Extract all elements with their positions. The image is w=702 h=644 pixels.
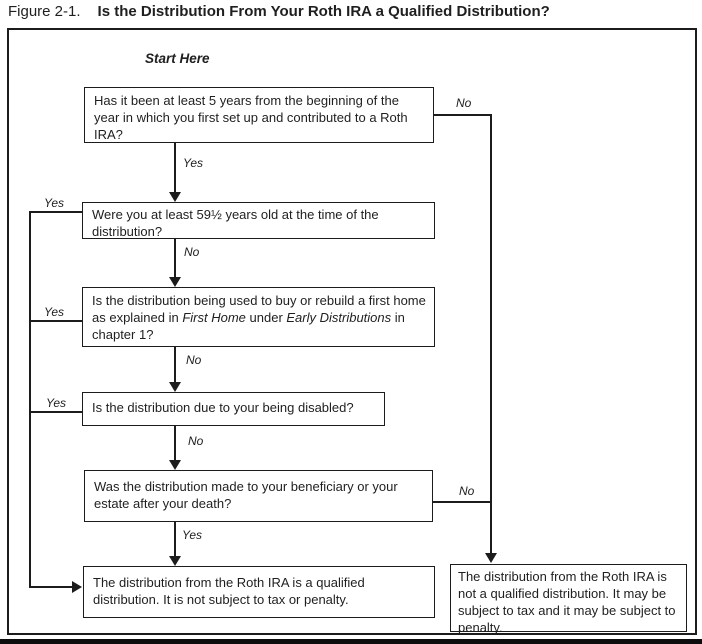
no-label-q2: No [184,245,200,259]
question-box-beneficiary: Was the distribution made to your benefi… [84,470,433,522]
connector-right-vertical-line [490,114,492,554]
first-home-italic: First Home [182,310,246,325]
connector-q5-yes-line [174,522,176,557]
early-distributions-italic: Early Distributions [286,310,392,325]
connector-q3-yes-line [30,320,82,322]
connector-q4-yes-line [30,411,82,413]
page-bottom-border [0,639,702,644]
connector-q2-no-line [174,239,176,278]
arrowhead-q3-no [169,382,181,392]
arrowhead-not-qualified [485,553,497,563]
question-box-five-years: Has it been at least 5 years from the be… [84,87,434,143]
question-first-home-text: Is the distribution being used to buy or… [92,293,426,325]
connector-left-vertical-line [29,211,31,588]
arrowhead-q1-yes [169,192,181,202]
figure-title: Is the Distribution From Your Roth IRA a… [97,3,550,20]
yes-label-q5: Yes [182,528,203,542]
connector-q3-no-line [174,347,176,383]
no-label-q1: No [456,96,472,110]
arrowhead-qualified [72,581,82,593]
question-box-age: Were you at least 59½ years old at the t… [82,202,435,239]
no-label-q4: No [188,434,204,448]
connector-q1-yes-line [174,143,176,194]
connector-q4-no-line [174,426,176,461]
figure-caption: Figure 2-1. Is the Distribution From Your… [8,3,550,20]
figure-label: Figure 2-1. [8,3,81,20]
connector-q2-yes-line [30,211,82,213]
yes-label-q3: Yes [44,305,65,319]
connector-qualified-entry-line [29,586,73,588]
connector-q5-no-line [433,501,491,503]
yes-label-q2: Yes [44,196,65,210]
no-label-q5: No [459,484,475,498]
yes-label-q1: Yes [183,156,204,170]
start-here-label: Start Here [145,51,210,66]
yes-label-q4: Yes [46,396,67,410]
question-box-disabled: Is the distribution due to your being di… [82,392,385,426]
result-box-qualified: The distribution from the Roth IRA is a … [83,566,435,618]
arrowhead-q2-no [169,277,181,287]
connector-q1-no-line [434,114,491,116]
no-label-q3: No [186,353,202,367]
result-box-not-qualified: The distribution from the Roth IRA is no… [450,564,687,635]
arrowhead-q5-yes [169,556,181,566]
question-box-first-home: Is the distribution being used to buy or… [82,287,435,347]
arrowhead-q4-no [169,460,181,470]
